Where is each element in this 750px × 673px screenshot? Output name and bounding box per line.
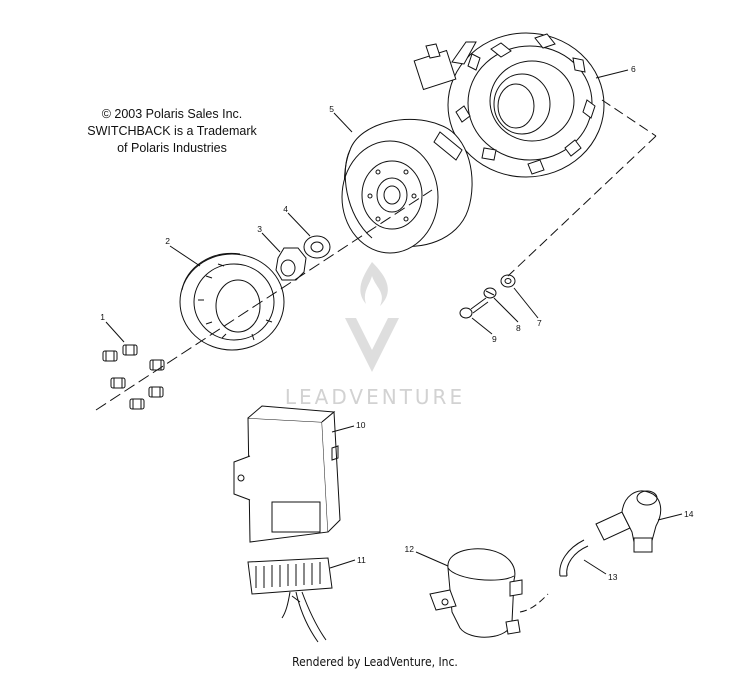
trademark-owner-line: of Polaris Industries xyxy=(117,141,227,155)
part-7-washer xyxy=(500,274,516,288)
callout-3: 3 xyxy=(257,224,262,234)
callout-5: 5 xyxy=(329,104,334,114)
part-10-cdi-module xyxy=(233,405,341,543)
part-9-screw xyxy=(459,297,489,319)
part-8-lock-washer xyxy=(483,287,497,299)
callout-4: 4 xyxy=(283,204,288,214)
part-11-connector xyxy=(247,557,333,643)
rendered-by-footer: Rendered by LeadVenture, Inc. xyxy=(292,655,458,669)
copyright-notice: © 2003 Polaris Sales Inc. SWITCHBACK is … xyxy=(82,106,262,157)
part-5-flywheel xyxy=(341,118,473,254)
part-6-stator xyxy=(413,32,605,178)
trademark-line: SWITCHBACK is a Trademark xyxy=(87,124,257,138)
callout-13: 13 xyxy=(608,572,618,582)
callout-2: 2 xyxy=(165,236,170,246)
callout-numbers: 1 2 3 4 5 6 7 8 9 10 11 12 13 14 xyxy=(100,64,693,582)
callout-6: 6 xyxy=(631,64,636,74)
callout-12: 12 xyxy=(405,544,415,554)
callout-10: 10 xyxy=(356,420,366,430)
callout-9: 9 xyxy=(492,334,497,344)
assembly-centerlines xyxy=(95,99,657,613)
copyright-line: © 2003 Polaris Sales Inc. xyxy=(101,107,243,121)
part-2-starter-cup xyxy=(179,252,285,351)
callout-1: 1 xyxy=(100,312,105,322)
watermark-text: LEADVENTURE xyxy=(285,385,465,409)
part-4-washer xyxy=(303,235,331,259)
leadventure-watermark-logo: LEADVENTURE xyxy=(285,262,465,409)
callout-leaders xyxy=(105,69,683,575)
callout-8: 8 xyxy=(516,323,521,333)
callout-11: 11 xyxy=(357,555,366,565)
callout-7: 7 xyxy=(537,318,542,328)
part-3-nut xyxy=(275,247,307,281)
part-13-ht-lead xyxy=(559,539,589,577)
part-12-ignition-coil xyxy=(429,548,523,638)
callout-14: 14 xyxy=(684,509,694,519)
part-14-spark-plug-cap xyxy=(595,490,662,553)
